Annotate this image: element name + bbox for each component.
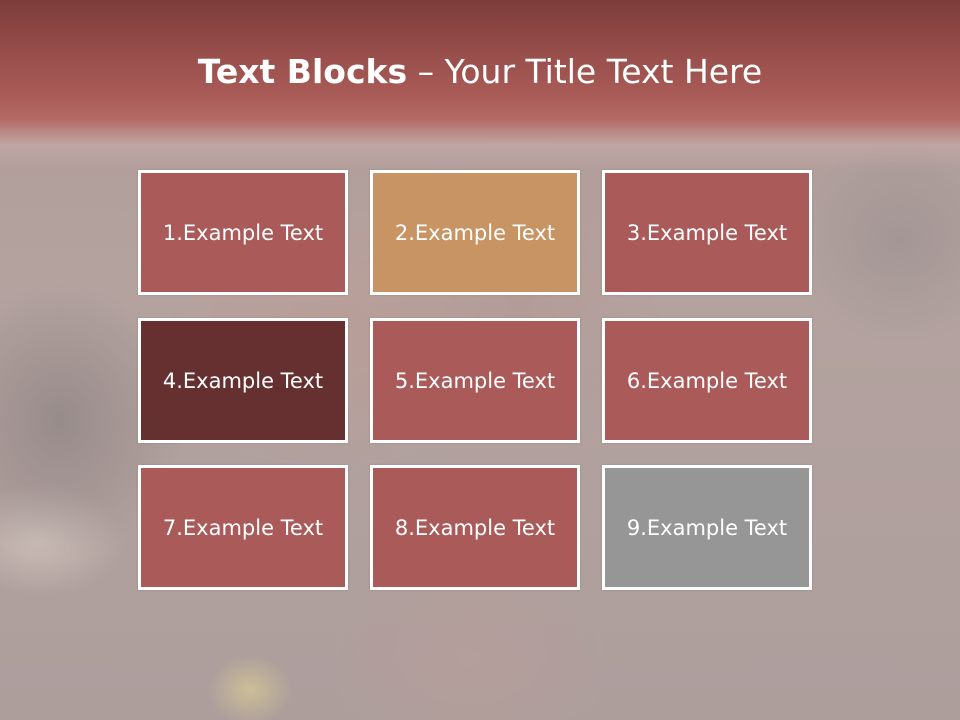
title-bold-part: Text Blocks xyxy=(197,52,408,91)
slide-title: Text Blocks – Your Title Text Here xyxy=(0,52,960,91)
header-band xyxy=(0,0,960,170)
text-block-6[interactable]: 6.Example Text xyxy=(602,318,812,443)
text-block-3[interactable]: 3.Example Text xyxy=(602,170,812,295)
text-block-5[interactable]: 5.Example Text xyxy=(370,318,580,443)
text-block-2[interactable]: 2.Example Text xyxy=(370,170,580,295)
text-block-9[interactable]: 9.Example Text xyxy=(602,465,812,590)
text-block-4[interactable]: 4.Example Text xyxy=(138,318,348,443)
title-dash: – xyxy=(407,52,445,91)
text-block-7[interactable]: 7.Example Text xyxy=(138,465,348,590)
title-rest: Your Title Text Here xyxy=(444,52,763,91)
text-block-8[interactable]: 8.Example Text xyxy=(370,465,580,590)
text-block-grid: 1.Example Text 2.Example Text 3.Example … xyxy=(138,170,816,594)
text-block-1[interactable]: 1.Example Text xyxy=(138,170,348,295)
